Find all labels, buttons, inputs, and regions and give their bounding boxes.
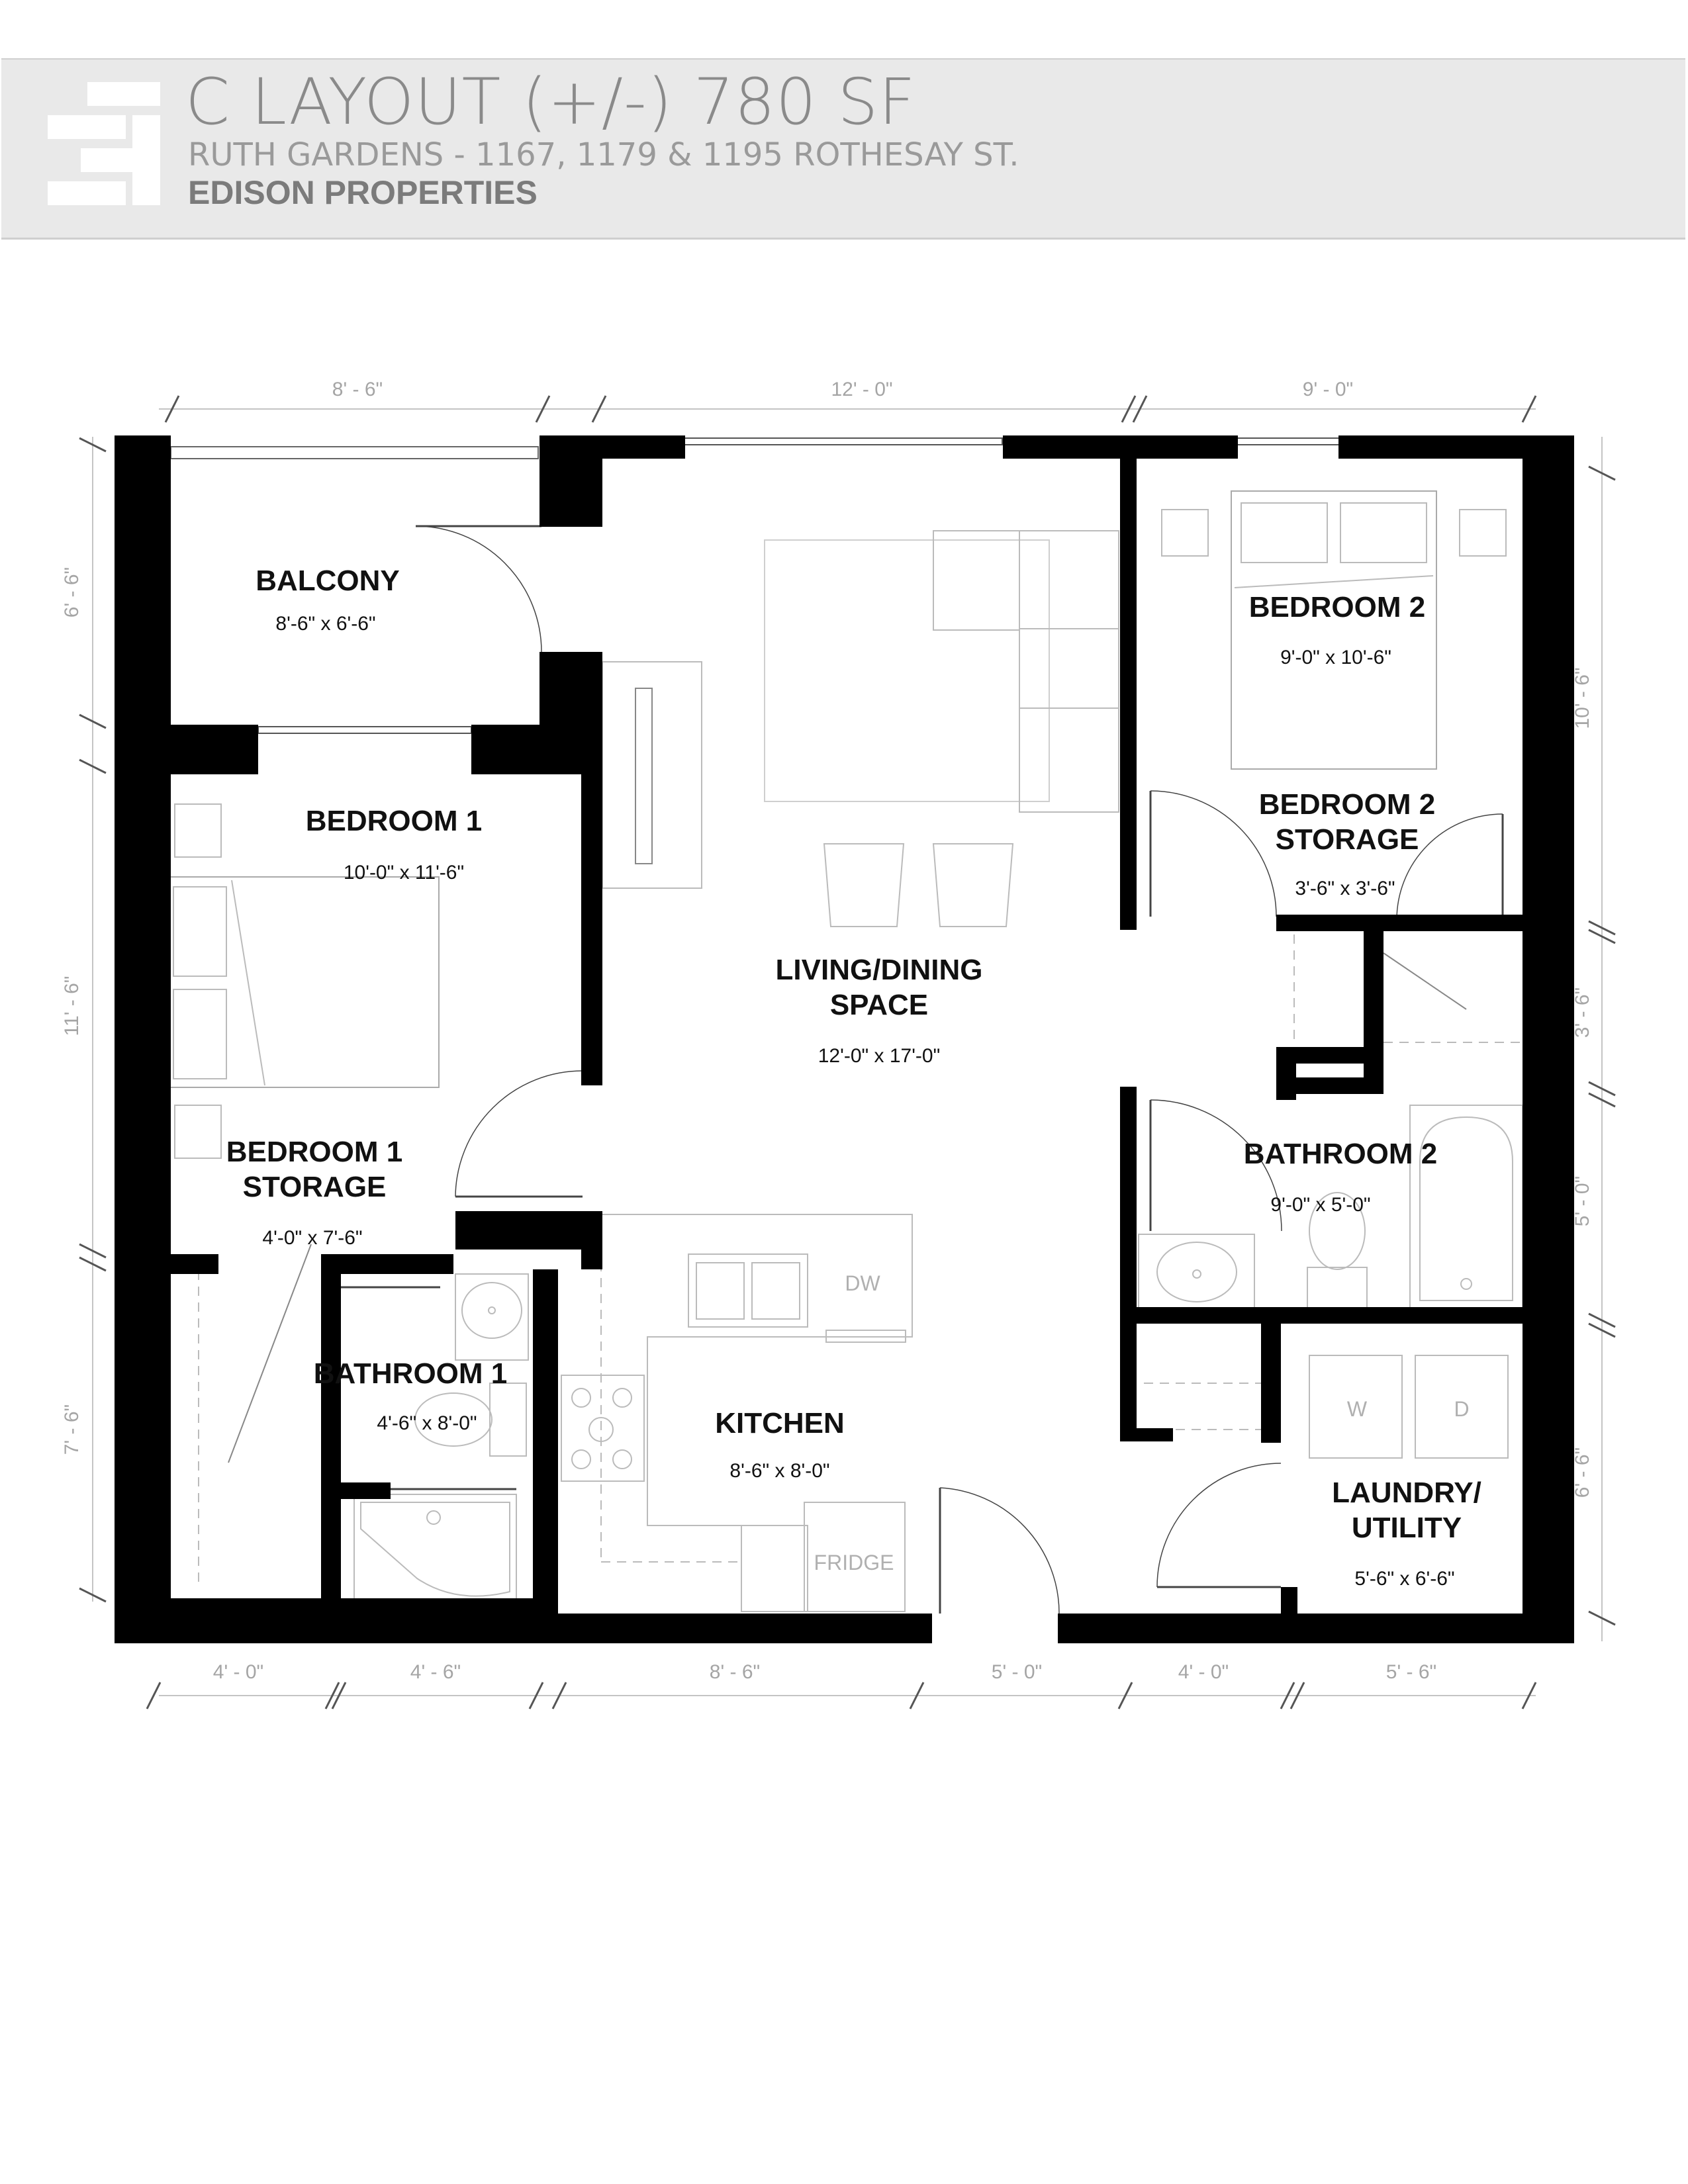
header-banner: C LAYOUT (+/-) 780 SF RUTH GARDENS - 116… — [1, 58, 1685, 240]
dim-right-3: 5' - 0" — [1571, 1176, 1593, 1226]
dim-bottom-2: 4' - 6" — [410, 1661, 461, 1683]
room-bathroom2-name: BATHROOM 2 — [1244, 1138, 1438, 1170]
room-kitchen-size: 8'-6" x 8'-0" — [729, 1460, 829, 1482]
dishwasher-label: DW — [845, 1271, 880, 1295]
room-balcony-size: 8'-6" x 6'-6" — [275, 613, 375, 635]
room-bedroom2-size: 9'-0" x 10'-6" — [1280, 647, 1391, 668]
dim-bottom-6: 5' - 6" — [1386, 1661, 1436, 1683]
room-living-size: 12'-0" x 17'-0" — [818, 1045, 941, 1067]
room-bedroom2-name: BEDROOM 2 — [1249, 591, 1425, 623]
room-living-name1: LIVING/DINING — [776, 954, 983, 986]
room-bathroom2-size: 9'-0" x 5'-0" — [1270, 1194, 1370, 1216]
room-bedroom2-storage-name1: BEDROOM 2 — [1259, 788, 1435, 821]
fixture-labels: DW FRIDGE W D — [814, 1271, 1470, 1574]
room-laundry-name2: UTILITY — [1352, 1512, 1462, 1544]
company-name: EDISON PROPERTIES — [188, 174, 538, 211]
dim-left-3: 7' - 6" — [61, 1404, 83, 1455]
dim-top-3: 9' - 0" — [1303, 379, 1353, 400]
room-bathroom1-size: 4'-6" x 8'-0" — [377, 1412, 477, 1434]
room-bedroom1-size: 10'-0" x 11'-6" — [344, 862, 464, 884]
fridge-label: FRIDGE — [814, 1551, 894, 1574]
room-laundry-name1: LAUNDRY/ — [1332, 1477, 1481, 1509]
property-address: RUTH GARDENS - 1167, 1179 & 1195 ROTHESA… — [188, 136, 1019, 173]
room-bedroom1-storage-size: 4'-0" x 7'-6" — [262, 1227, 362, 1249]
door-swings — [338, 525, 1504, 1614]
room-bedroom1-storage-name1: BEDROOM 1 — [226, 1136, 402, 1168]
dim-bottom-4: 5' - 0" — [992, 1661, 1042, 1683]
room-balcony-name: BALCONY — [256, 565, 400, 597]
page-title: C LAYOUT (+/-) 780 SF — [185, 65, 916, 139]
dimension-lines — [79, 395, 1616, 1709]
dim-right-4: 6' - 6" — [1571, 1447, 1593, 1498]
dim-top-2: 12' - 0" — [831, 379, 892, 400]
walls — [115, 435, 1574, 1643]
dimension-labels: 8' - 6" 12' - 0" 9' - 0" 4' - 0" 4' - 6"… — [61, 379, 1593, 1683]
dim-bottom-1: 4' - 0" — [213, 1661, 263, 1683]
dim-top-1: 8' - 6" — [332, 379, 383, 400]
room-living-name2: SPACE — [830, 989, 928, 1021]
room-bedroom1-storage-name2: STORAGE — [243, 1171, 387, 1203]
room-bedroom1-name: BEDROOM 1 — [306, 805, 482, 837]
room-labels: BALCONY 8'-6" x 6'-6" BEDROOM 1 10'-0" x… — [226, 565, 1481, 1590]
furniture — [164, 437, 1523, 1612]
dim-left-2: 11' - 6" — [61, 976, 83, 1036]
room-bathroom1-name: BATHROOM 1 — [314, 1357, 508, 1390]
dryer-label: D — [1454, 1397, 1469, 1421]
edison-logo-icon — [48, 82, 160, 205]
dim-bottom-3: 8' - 6" — [710, 1661, 760, 1683]
dim-right-2: 3' - 6" — [1571, 987, 1593, 1038]
room-laundry-size: 5'-6" x 6'-6" — [1354, 1568, 1454, 1590]
room-kitchen-name: KITCHEN — [715, 1407, 845, 1439]
room-bedroom2-storage-size: 3'-6" x 3'-6" — [1295, 878, 1395, 899]
dim-left-1: 6' - 6" — [61, 567, 83, 617]
washer-label: W — [1347, 1397, 1368, 1421]
dim-bottom-5: 4' - 0" — [1178, 1661, 1229, 1683]
dim-right-1: 10' - 6" — [1571, 667, 1593, 729]
room-bedroom2-storage-name2: STORAGE — [1276, 823, 1419, 856]
